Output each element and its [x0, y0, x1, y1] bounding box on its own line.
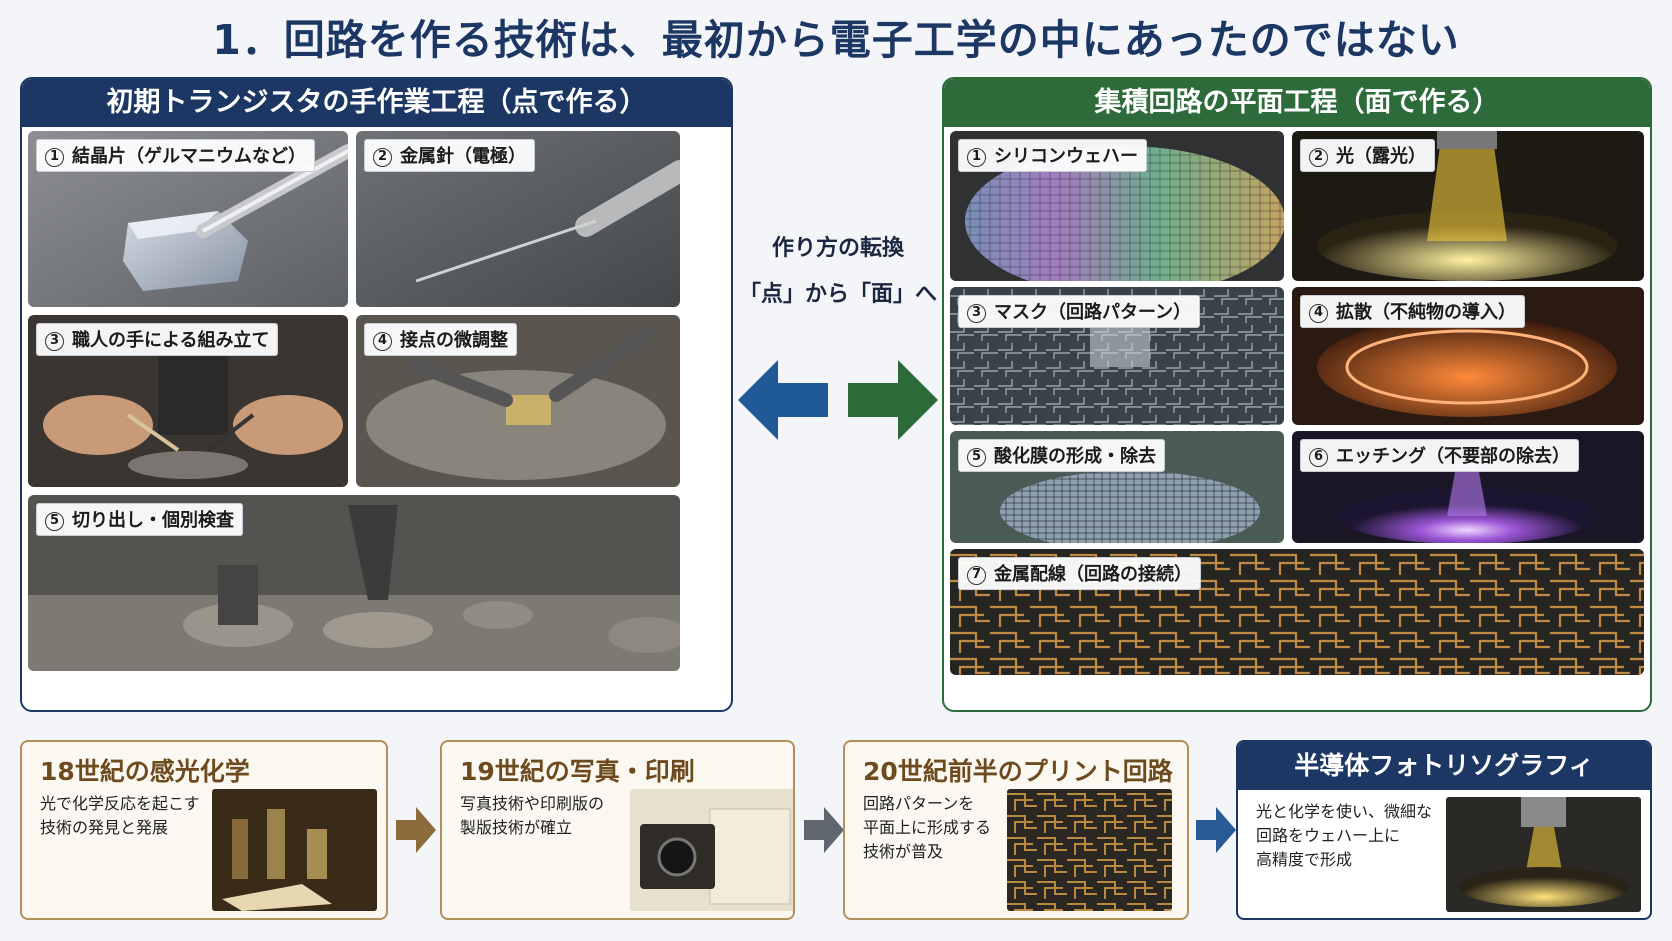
history-card-body: 回路パターンを 平面上に形成する 技術が普及 — [863, 794, 992, 861]
timeline-arrow-icon — [1196, 805, 1236, 855]
transition-heading: 作り方の転換 — [771, 236, 904, 261]
history-card-body: 写真技術や印刷版の 製版技術が確立 — [460, 794, 605, 837]
arrow-left-icon — [738, 360, 828, 440]
photolithography-photo — [1446, 797, 1641, 912]
page-title: 1．回路を作る技術は、最初から電子工学の中にあったのではない — [212, 16, 1460, 64]
timeline-arrow-icon — [804, 805, 844, 855]
manual-process-header: 初期トランジスタの手作業工程（点で作る） — [22, 79, 731, 127]
arrow-right-icon — [848, 360, 938, 440]
history-card-photolithography: 半導体フォトリソグラフィ 光と化学を使い、微細な 回路をウェハー上に 高精度で形… — [1236, 740, 1652, 920]
history-card-title: 半導体フォトリソグラフィ — [1238, 742, 1650, 790]
history-card-body: 光で化学反応を起こす 技術の発見と発展 — [40, 794, 200, 837]
history-card-19th-century: 19世紀の写真・印刷 写真技術や印刷版の 製版技術が確立 — [440, 740, 795, 920]
planar-process-header: 集積回路の平面工程（面で作る） — [944, 79, 1650, 127]
history-card-20th-century: 20世紀前半のプリント回路 回路パターンを 平面上に形成する 技術が普及 — [843, 740, 1189, 920]
timeline-arrow-icon — [396, 805, 436, 855]
transition-arrows — [738, 355, 938, 445]
history-card-title: 20世紀前半のプリント回路 — [863, 757, 1173, 786]
photochemistry-photo — [212, 789, 377, 911]
transition-subheading: 「点」から「面」へ — [738, 282, 937, 307]
photo-printing-photo — [630, 789, 793, 911]
history-card-title: 19世紀の写真・印刷 — [460, 757, 695, 786]
history-card-18th-century: 18世紀の感光化学 光で化学反応を起こす 技術の発見と発展 — [20, 740, 388, 920]
history-card-body: 光と化学を使い、微細な 回路をウェハー上に 高精度で形成 — [1256, 802, 1433, 869]
history-card-title: 18世紀の感光化学 — [40, 757, 250, 786]
printed-circuit-photo — [1007, 789, 1172, 911]
